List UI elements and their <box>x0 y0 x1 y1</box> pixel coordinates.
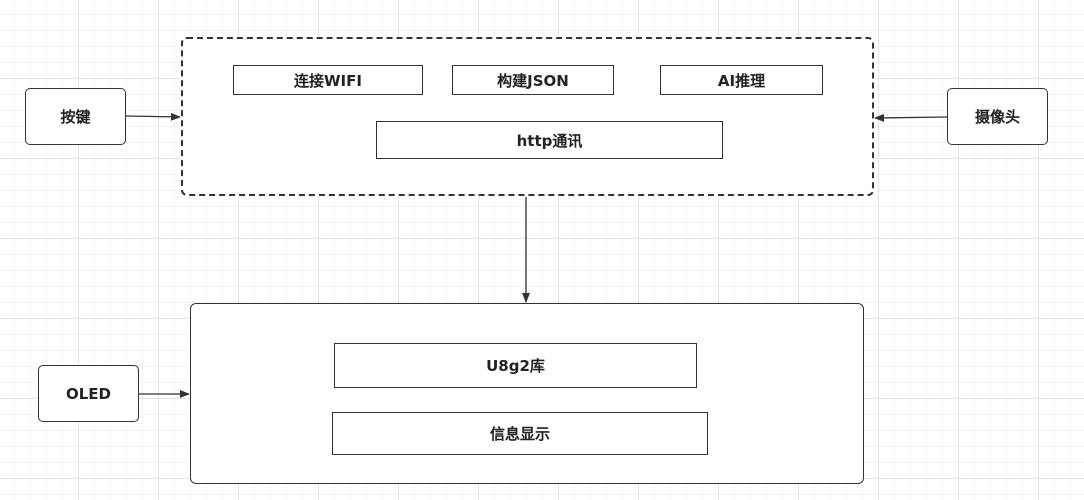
oled-node: OLED <box>38 365 139 422</box>
camera-to-processing-arrow <box>874 113 948 122</box>
info-display-node: 信息显示 <box>332 412 708 455</box>
key-to-processing-arrow <box>125 112 181 121</box>
oled-node-label: OLED <box>65 384 111 403</box>
key-node: 按键 <box>25 88 126 145</box>
wifi-node-label: 连接WIFI <box>294 71 362 90</box>
json-node-label: 构建JSON <box>497 71 569 90</box>
ai-node-label: AI推理 <box>717 71 766 90</box>
u8g2-node: U8g2库 <box>334 343 697 388</box>
info-display-node-label: 信息显示 <box>489 425 550 443</box>
u8g2-node-label: U8g2库 <box>486 357 545 375</box>
http-node: http通讯 <box>376 121 723 159</box>
display-group <box>190 303 864 484</box>
http-node-label: http通讯 <box>516 131 583 150</box>
camera-node: 摄像头 <box>947 88 1048 145</box>
json-node: 构建JSON <box>452 65 614 95</box>
processing-group <box>181 37 874 196</box>
wifi-node: 连接WIFI <box>233 65 423 95</box>
ai-node: AI推理 <box>660 65 823 95</box>
key-node-label: 按键 <box>60 108 91 126</box>
camera-node-label: 摄像头 <box>974 108 1020 126</box>
